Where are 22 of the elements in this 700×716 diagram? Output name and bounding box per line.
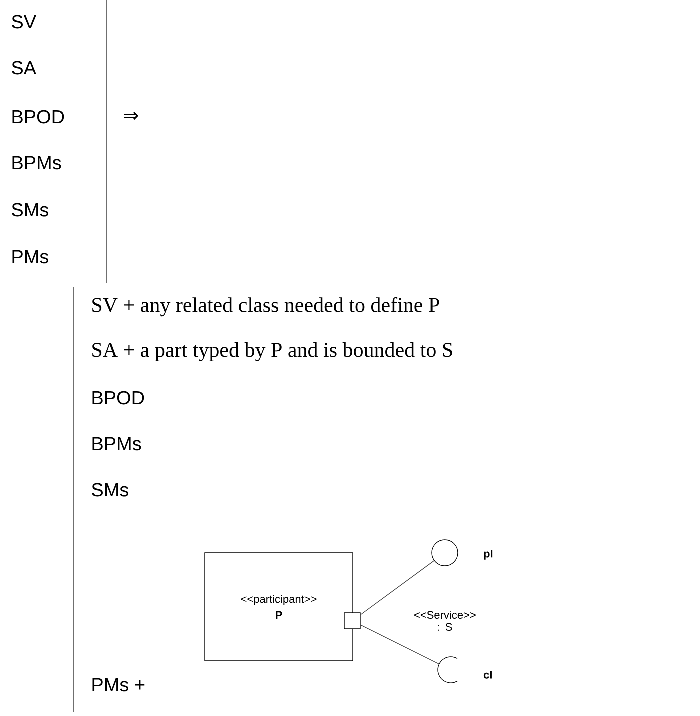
term-label: SV — [12, 15, 36, 29]
formula-line: SA + a part typed by P and is bounded to S — [92, 342, 452, 362]
term-label: SMs — [12, 203, 49, 217]
interface-name: cI — [484, 671, 492, 679]
term-label: BPOD — [12, 110, 64, 124]
provided-interface-circle — [432, 540, 458, 566]
participant-box: <<participant>> P — [204, 552, 354, 662]
term-label: SA — [12, 61, 36, 75]
stereotype-label: <<Service>> : S — [414, 610, 476, 632]
port-square — [344, 612, 361, 630]
formula-line: SV + any related class needed to define P — [92, 297, 440, 317]
term-label: PMs — [12, 250, 49, 264]
connector-line — [360, 624, 440, 664]
term-label: PMs + — [92, 678, 145, 692]
term-label: BPMs — [92, 437, 142, 451]
interface-name: pI — [484, 550, 493, 560]
required-interface-socket — [438, 656, 458, 684]
term-label: BPOD — [92, 391, 144, 405]
implies-symbol: ⇒ — [124, 112, 138, 120]
term-label: SMs — [92, 483, 129, 497]
connector-line — [360, 560, 435, 616]
term-label: BPMs — [12, 156, 62, 170]
